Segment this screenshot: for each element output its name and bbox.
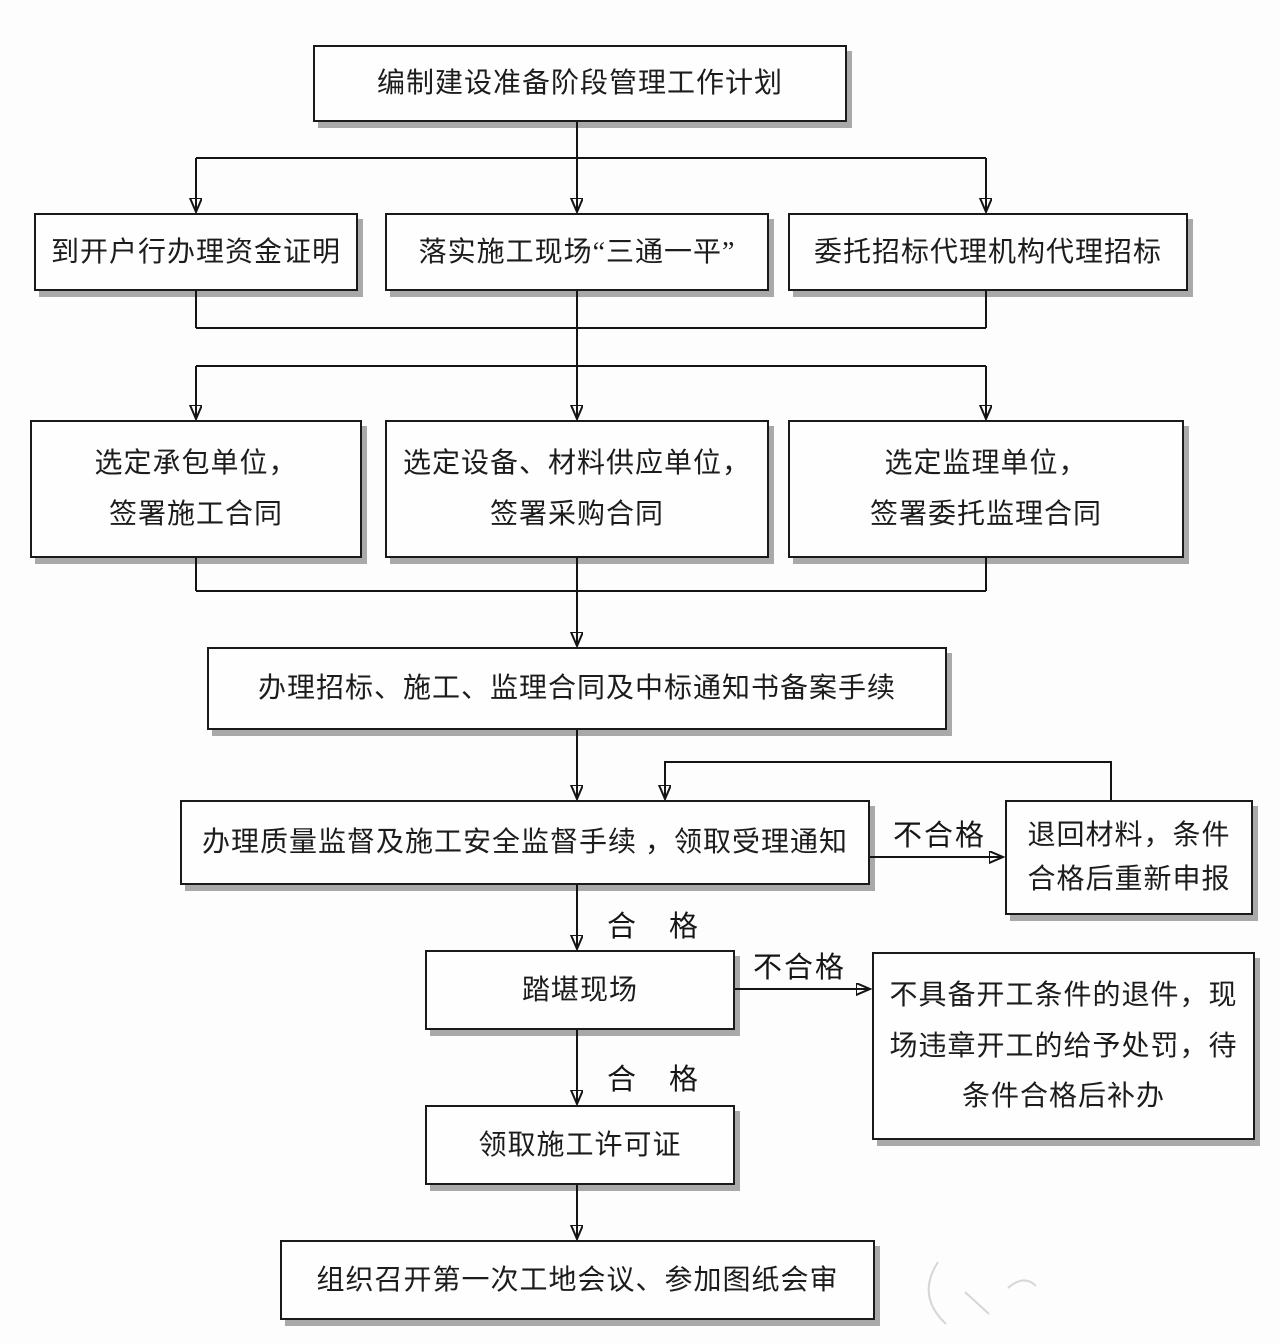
node-reject-case-line1: 不具备开工条件的退件，现 xyxy=(889,979,1238,1011)
node-reject-case-line2: 场违章开工的给予处罚，待 xyxy=(889,1030,1238,1062)
node-contract-record: 办理招标、施工、监理合同及中标通知书备案手续 xyxy=(207,647,947,730)
node-select-contractor: 选定承包单位， 签署施工合同 xyxy=(30,420,362,558)
node-reject-case-line3: 条件合格后补办 xyxy=(961,1081,1165,1113)
node-bidding-agency: 委托招标代理机构代理招标 xyxy=(788,213,1188,291)
label-qualified-1: 合 格 xyxy=(607,911,701,943)
node-bidding-agency-label: 委托招标代理机构代理招标 xyxy=(813,236,1162,268)
node-fund-certificate-label: 到开户行办理资金证明 xyxy=(50,236,341,268)
node-select-supplier-line2: 签署采购合同 xyxy=(489,499,664,530)
node-return-material-line1: 退回材料，条件 xyxy=(1027,820,1231,852)
node-select-supplier: 选定设备、材料供应单位， 签署采购合同 xyxy=(385,420,769,558)
node-construction-permit: 领取施工许可证 xyxy=(425,1105,735,1185)
watermark xyxy=(927,1261,1037,1325)
node-site-preparation: 落实施工现场“三通一平” xyxy=(385,213,769,291)
node-return-material-line2: 合格后重新申报 xyxy=(1027,863,1231,895)
node-quality-supervision-label: 办理质量监督及施工安全监督手续 ，领取受理通知 xyxy=(201,827,848,858)
node-construction-permit-label: 领取施工许可证 xyxy=(478,1129,682,1161)
label-unqualified-2: 不合格 xyxy=(753,952,847,984)
node-site-visit: 踏堪现场 xyxy=(425,950,735,1030)
node-contract-record-label: 办理招标、施工、监理合同及中标通知书备案手续 xyxy=(257,673,896,704)
node-site-visit-label: 踏堪现场 xyxy=(521,974,638,1006)
edge-row2-to-row3 xyxy=(196,291,986,418)
edge-return-feedback-loop xyxy=(665,761,1112,800)
node-select-supervisor-line2: 签署委托监理合同 xyxy=(869,499,1102,530)
edge-row3-to-record xyxy=(195,558,987,645)
node-site-preparation-label: 落实施工现场“三通一平” xyxy=(418,236,736,268)
node-select-contractor-line1: 选定承包单位， xyxy=(94,448,298,479)
node-plan-label: 编制建设准备阶段管理工作计划 xyxy=(376,68,783,99)
node-select-supervisor-line1: 选定监理单位， xyxy=(884,448,1088,479)
node-return-material: 退回材料，条件 合格后重新申报 xyxy=(1005,800,1253,915)
node-reject-case: 不具备开工条件的退件，现 场违章开工的给予处罚，待 条件合格后补办 xyxy=(872,952,1255,1140)
node-first-meeting-label: 组织召开第一次工地会议、参加图纸会审 xyxy=(316,1264,839,1296)
node-plan: 编制建设准备阶段管理工作计划 xyxy=(313,45,847,122)
node-select-contractor-line2: 签署施工合同 xyxy=(108,499,283,530)
edge-plan-to-row2 xyxy=(196,122,986,211)
label-unqualified-1: 不合格 xyxy=(893,820,987,852)
node-select-supervisor: 选定监理单位， 签署委托监理合同 xyxy=(788,420,1184,558)
node-quality-supervision: 办理质量监督及施工安全监督手续 ，领取受理通知 xyxy=(180,800,870,885)
label-qualified-2: 合 格 xyxy=(607,1064,701,1096)
node-select-supplier-line1: 选定设备、材料供应单位， xyxy=(402,448,751,479)
